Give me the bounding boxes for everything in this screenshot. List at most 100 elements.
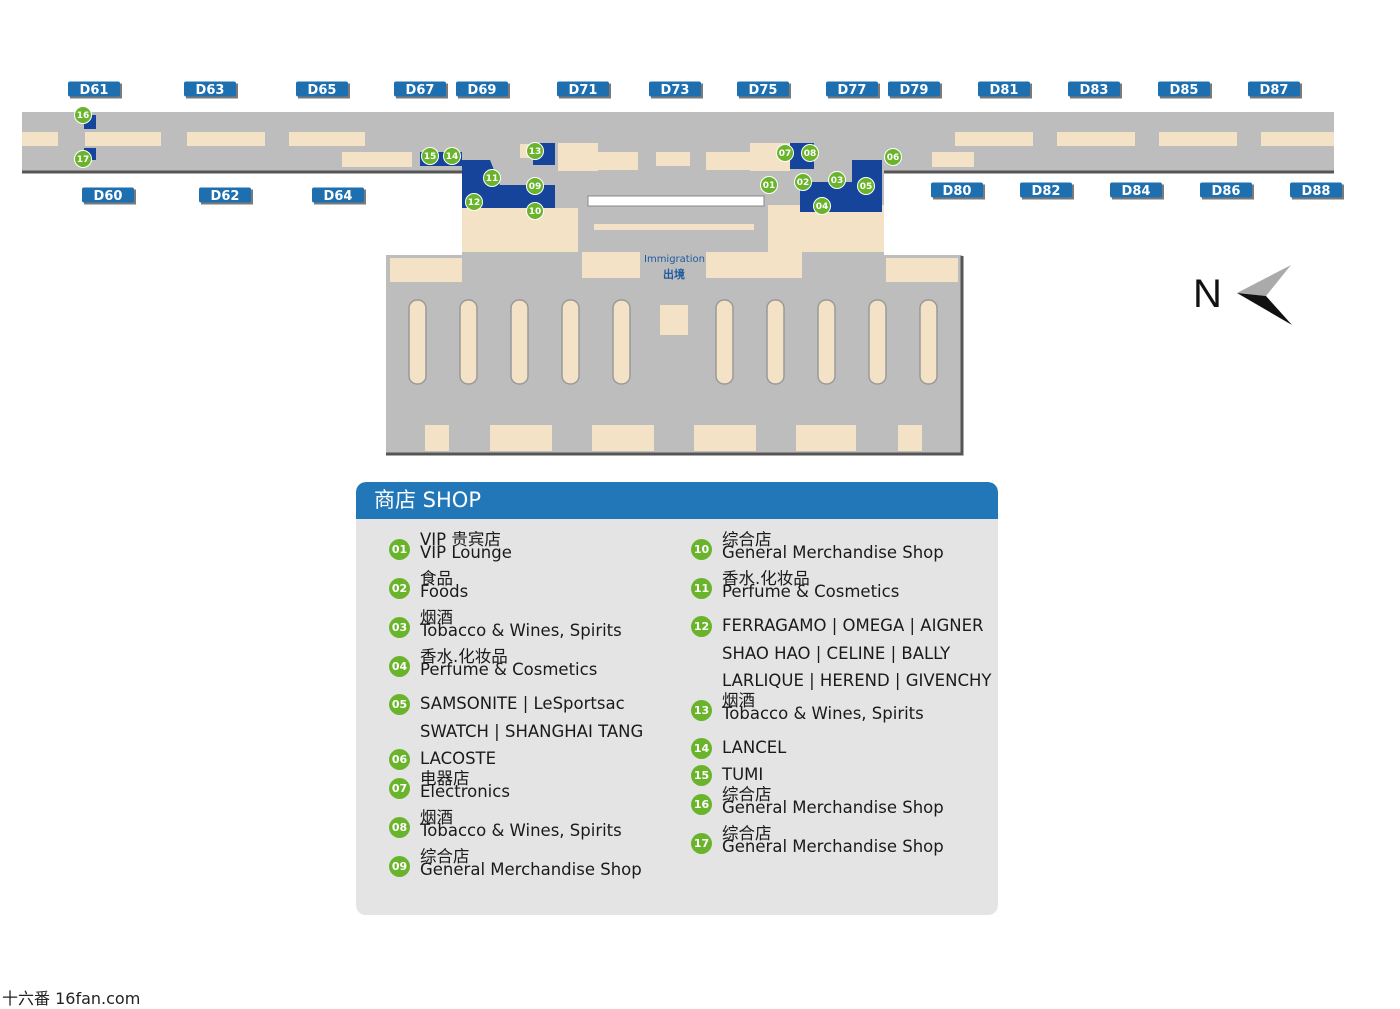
svg-text:12: 12 (468, 198, 481, 208)
gate-d75: D75 (737, 81, 791, 99)
shop-marker-14[interactable]: 14 (443, 147, 461, 165)
svg-text:D62: D62 (211, 189, 240, 204)
svg-text:01: 01 (763, 181, 776, 191)
legend-item-text: General Merchandise Shop (722, 836, 944, 856)
legend-item-text: 综合店 (722, 530, 772, 549)
concourse-counters (22, 132, 1334, 167)
legend-number-badge: 10 (691, 539, 712, 560)
gate-holdrooms (408, 299, 938, 385)
legend-item-text: 烟酒 (420, 608, 453, 627)
legend-number-badge: 02 (389, 578, 410, 599)
legend-item-text: 烟酒 (420, 807, 453, 827)
legend-number-badge: 08 (389, 816, 410, 838)
legend-number-badge: 14 (691, 737, 712, 759)
legend-item-text: 综合店 (722, 784, 772, 804)
svg-text:D63: D63 (196, 83, 225, 98)
svg-text:02: 02 (797, 178, 810, 188)
immigration-label: Immigration (644, 254, 705, 265)
shop-marker-03[interactable]: 03 (828, 171, 846, 189)
legend-number-badge: 16 (691, 793, 712, 815)
gate-d73: D73 (649, 81, 703, 99)
shop-marker-10[interactable]: 10 (526, 202, 544, 220)
svg-text:17: 17 (77, 155, 90, 165)
svg-text:08: 08 (804, 149, 817, 159)
legend-item-text: 综合店 (420, 846, 470, 866)
legend-number-badge: 13 (691, 699, 712, 721)
svg-text:04: 04 (816, 202, 829, 212)
legend-number-badge: 04 (389, 656, 410, 677)
legend-number-badge: 09 (389, 855, 410, 877)
svg-text:D67: D67 (406, 83, 435, 98)
legend-item-text: General Merchandise Shop (722, 543, 944, 562)
svg-text:D82: D82 (1032, 184, 1061, 199)
legend-item-text: SAMSONITE | LeSportsac (420, 694, 625, 713)
gate-d87: D87 (1248, 81, 1302, 99)
legend-item-text: 食品 (420, 569, 453, 588)
immigration-label-cn: 出境 (663, 267, 685, 281)
shop-marker-13[interactable]: 13 (526, 142, 544, 160)
gate-d80: D80 (931, 182, 985, 200)
legend-title: 商店 SHOP (356, 482, 998, 519)
legend-item-text: Tobacco & Wines, Spirits (420, 621, 622, 640)
svg-text:03: 03 (831, 176, 844, 186)
legend-number-badge: 11 (691, 578, 712, 599)
svg-text:09: 09 (529, 182, 542, 192)
legend-item-text: VIP Lounge (420, 543, 512, 562)
svg-text:06: 06 (887, 153, 900, 163)
shop-marker-02[interactable]: 02 (794, 173, 812, 191)
legend-item-text: SWATCH | SHANGHAI TANG (420, 721, 644, 741)
gate-d84: D84 (1110, 182, 1164, 200)
legend-item-text: 香水.化妆品 (420, 647, 508, 666)
legend-item-text: LACOSTE (420, 749, 497, 768)
shop-marker-04[interactable]: 04 (813, 197, 831, 215)
legend-item-text: Perfume & Cosmetics (420, 660, 598, 679)
svg-text:D88: D88 (1302, 184, 1331, 199)
svg-text:D84: D84 (1122, 184, 1151, 199)
svg-text:D73: D73 (661, 83, 690, 98)
immigration-counters (587, 195, 765, 207)
shop-marker-06[interactable]: 06 (884, 148, 902, 166)
legend-item-text: LARLIQUE | HEREND | GIVENCHY (722, 671, 992, 690)
svg-text:D81: D81 (990, 83, 1019, 98)
svg-text:D65: D65 (308, 83, 337, 98)
legend-item-text: 香水.化妆品 (722, 569, 810, 588)
legend-number-badge: 05 (389, 694, 410, 715)
shop-marker-01[interactable]: 01 (760, 176, 778, 194)
legend-item: 15 TUMI (691, 761, 991, 789)
legend-item-text: 电器店 (420, 768, 470, 788)
shop-marker-12[interactable]: 12 (465, 193, 483, 211)
legend-number-badge: 15 (691, 765, 712, 786)
shop-marker-08[interactable]: 08 (801, 144, 819, 162)
legend-item-text: Tobacco & Wines, Spirits (722, 703, 924, 723)
shop-marker-16[interactable]: 16 (74, 106, 92, 124)
svg-text:14: 14 (446, 152, 459, 162)
gate-d62: D62 (199, 187, 253, 205)
legend-item-text: TUMI (722, 765, 764, 784)
shop-marker-07[interactable]: 07 (776, 144, 794, 162)
shop-marker-05[interactable]: 05 (857, 177, 875, 195)
north-label: N (1193, 272, 1222, 316)
watermark-footer: 十六番 16fan.com (2, 989, 141, 1008)
shop-marker-17[interactable]: 17 (74, 150, 92, 168)
shop-marker-09[interactable]: 09 (526, 177, 544, 195)
legend-number-badge: 03 (389, 617, 410, 638)
gate-d64: D64 (312, 187, 366, 205)
shop-marker-11[interactable]: 11 (483, 169, 501, 187)
svg-text:15: 15 (424, 152, 437, 162)
svg-text:16: 16 (77, 111, 90, 121)
svg-text:D79: D79 (900, 83, 929, 98)
gate-d63: D63 (184, 81, 238, 99)
gate-d85: D85 (1158, 81, 1212, 99)
shop-marker-15[interactable]: 15 (421, 147, 439, 165)
gate-d67: D67 (394, 81, 448, 99)
